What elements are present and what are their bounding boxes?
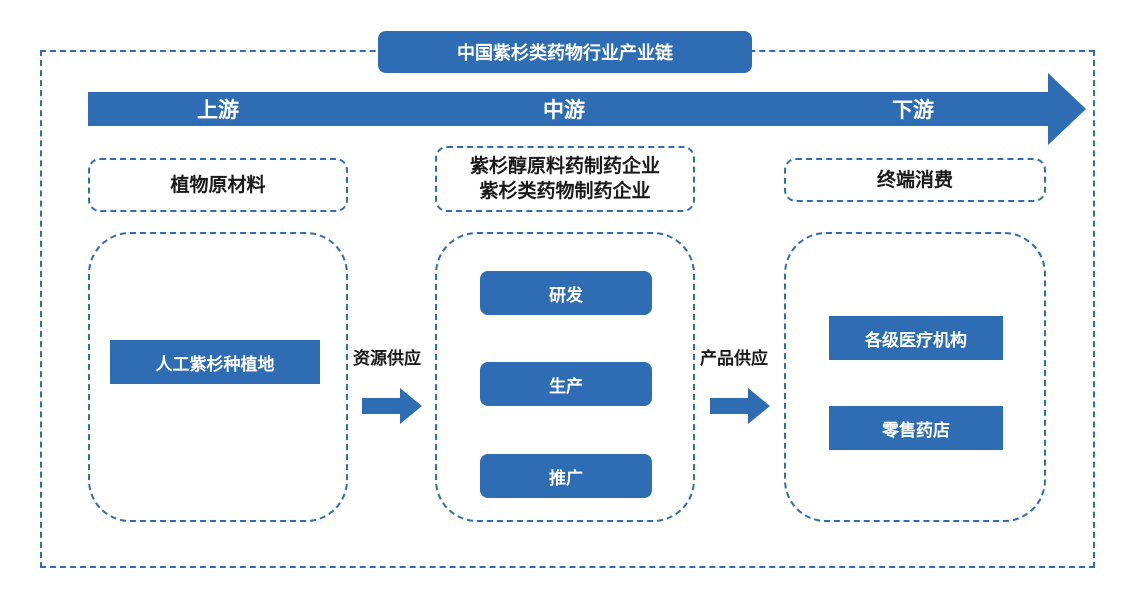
downstream-panel (784, 232, 1046, 522)
diagram-title: 中国紫杉类药物行业产业链 (378, 31, 752, 73)
flow-label-product-supply: 产品供应 (700, 349, 768, 369)
midstream-label-line2: 紫杉类药物制药企业 (479, 180, 651, 202)
midstream-label: 紫杉醇原料药制药企业 紫杉类药物制药企业 (435, 146, 695, 212)
stage-downstream: 下游 (892, 98, 934, 122)
midstream-item-rd: 研发 (480, 271, 652, 315)
midstream-item-promotion: 推广 (480, 454, 652, 498)
midstream-label-line1: 紫杉醇原料药制药企业 (469, 155, 660, 178)
flow-label-resource-supply: 资源供应 (353, 349, 421, 369)
upstream-item: 人工紫杉种植地 (110, 340, 320, 384)
flow-arrow (88, 73, 1086, 145)
downstream-item-pharmacies: 零售药店 (829, 406, 1003, 450)
downstream-item-hospitals: 各级医疗机构 (829, 316, 1003, 360)
downstream-label: 终端消费 (784, 158, 1046, 202)
stage-midstream: 中游 (543, 98, 585, 122)
right-arrow-icon (710, 388, 770, 424)
right-arrow-icon (362, 388, 422, 424)
midstream-item-production: 生产 (480, 362, 652, 406)
upstream-label: 植物原材料 (88, 158, 348, 212)
stage-upstream: 上游 (197, 98, 239, 122)
